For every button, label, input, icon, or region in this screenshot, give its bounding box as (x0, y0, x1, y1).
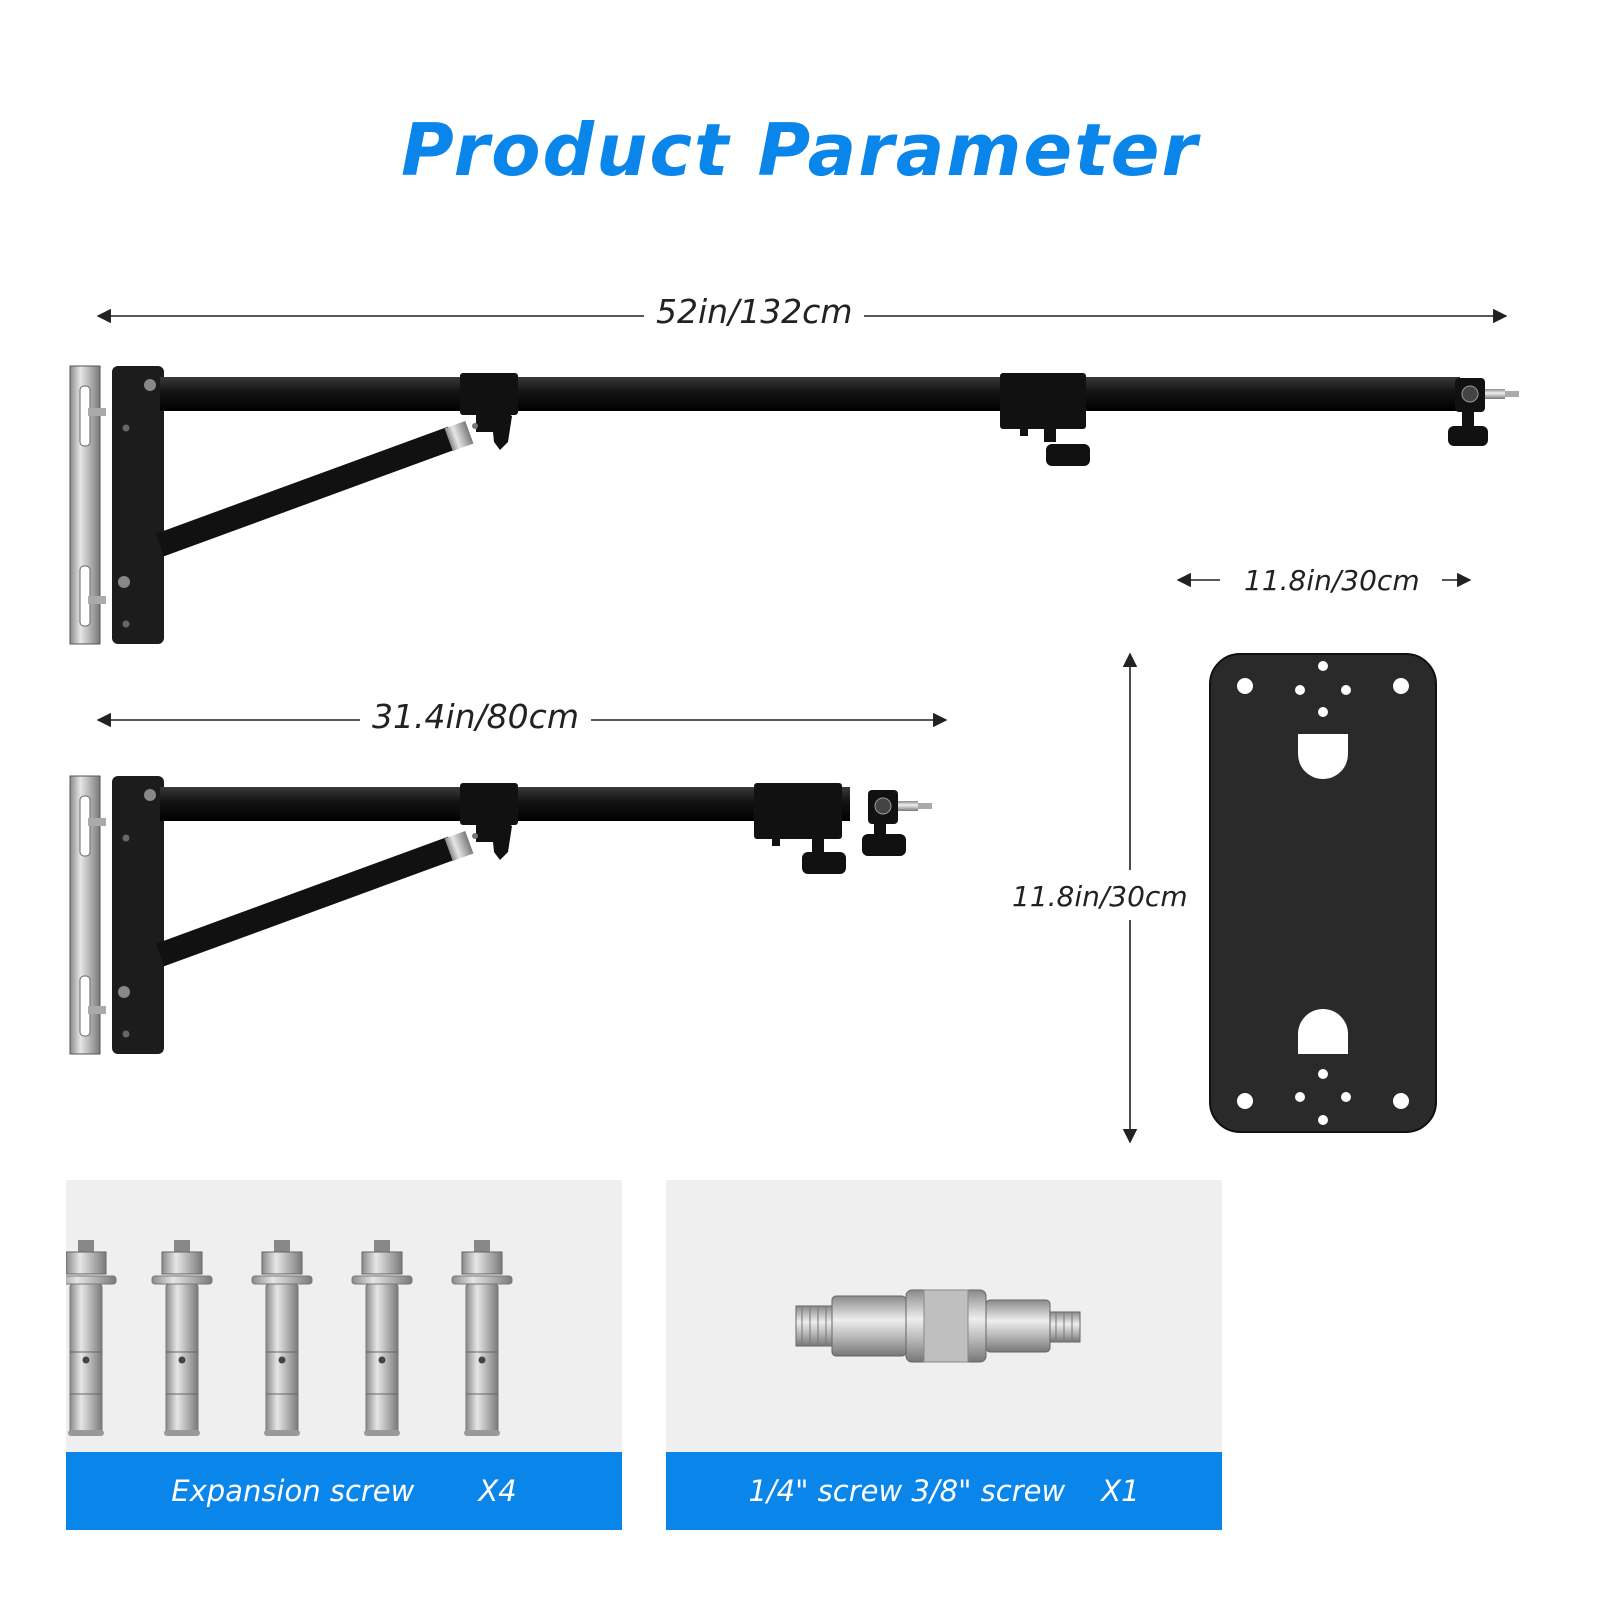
spigot-adapter-screw-icon (795, 1289, 1081, 1363)
extended-length-label: 52in/132cm (644, 292, 865, 331)
wall-mount-boom-arm-extended-icon (69, 365, 1519, 645)
adapter-screw-caption: 1/4" screw 3/8" screw X1 (666, 1452, 1222, 1530)
adapter-screw-quantity: X1 (1101, 1474, 1140, 1508)
adapter-screw-name: 1/4" screw 3/8" screw (748, 1474, 1066, 1508)
expansion-screw-quantity: X4 (478, 1474, 517, 1508)
expansion-screw-caption: Expansion screw X4 (66, 1452, 622, 1530)
wall-mount-boom-arm-retracted-icon (69, 775, 932, 1055)
expansion-screw-icon (66, 1239, 513, 1437)
wall-mounting-plate-icon (1209, 653, 1437, 1133)
expansion-screw-panel: Expansion screw X4 (66, 1180, 622, 1530)
page-title: Product Parameter (401, 108, 1199, 192)
retracted-length-label: 31.4in/80cm (360, 697, 591, 736)
expansion-screw-name: Expansion screw (171, 1474, 415, 1508)
plate-height-label: 11.8in/30cm (1008, 876, 1192, 917)
plate-width-label: 11.8in/30cm (1232, 564, 1432, 597)
adapter-screw-panel: 1/4" screw 3/8" screw X1 (666, 1180, 1222, 1530)
